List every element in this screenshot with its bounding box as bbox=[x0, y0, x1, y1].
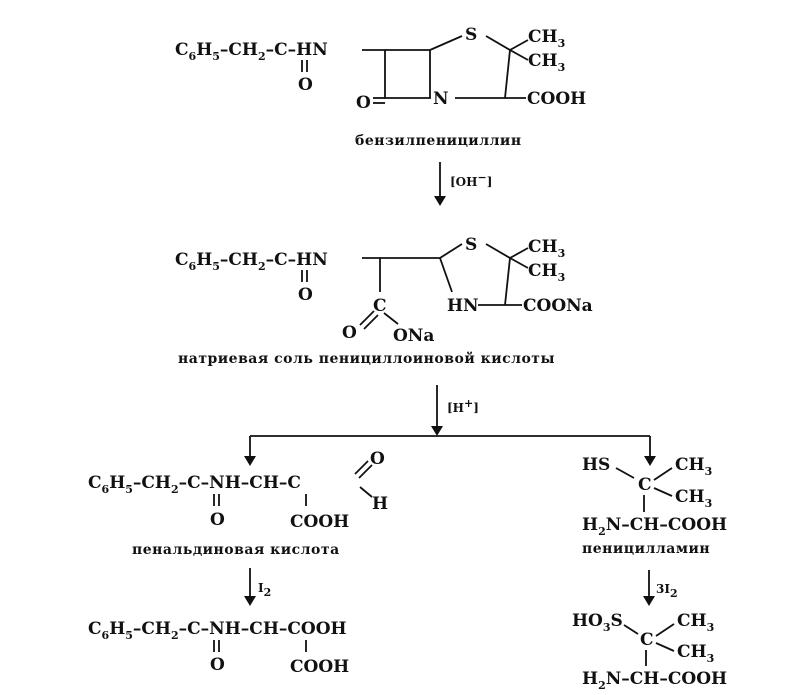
penicillamine-structure: HS C CH3 CH3 H2N–CH–COOH bbox=[582, 455, 727, 538]
benzylpenicillin-structure: C6H5–CH2–C–HN O O S N CH3 CH3 COOH bbox=[175, 25, 586, 113]
benzylpenicillin-side-chain: C6H5–CH2–C–HN bbox=[175, 40, 328, 63]
arrow-hydrolysis bbox=[434, 162, 446, 206]
arrow-iodine-right bbox=[643, 570, 655, 606]
benzylpenicillin-carboxyl: COOH bbox=[527, 89, 586, 109]
beta-lactam-ring bbox=[362, 49, 431, 99]
oxidized-carboxyl: COOH bbox=[290, 657, 349, 677]
reagent-acid: [H+] bbox=[447, 397, 479, 415]
reagent-triple-iodine: 3I2 bbox=[656, 582, 678, 600]
benzylpenicillin-name: бензилпенициллин bbox=[355, 133, 522, 149]
penicillamine-thiol: HS bbox=[582, 455, 610, 475]
sulfonic-group: HO3S bbox=[572, 611, 623, 634]
penicilloate-ring-nh: HN bbox=[447, 296, 479, 316]
sulfonic-backbone: H2N–CH–COOH bbox=[582, 669, 727, 692]
reagent-hydroxide: [OH−] bbox=[450, 171, 492, 189]
benzylpenicillin-ring-nitrogen: N bbox=[433, 89, 449, 109]
carboxylate-ona: ONa bbox=[393, 326, 434, 346]
arrow-iodine-left bbox=[244, 568, 256, 606]
carboxylate-oxygen: O bbox=[342, 323, 357, 343]
sulfonic-product-structure: HO3S C CH3 CH3 H2N–CH–COOH bbox=[572, 611, 727, 692]
penicilloate-methyl-1: CH3 bbox=[528, 237, 565, 260]
sodium-penicilloate-name: натриевая соль пенициллоиновой кислоты bbox=[178, 350, 555, 367]
reagent-iodine: I2 bbox=[258, 581, 271, 599]
benzylpenicillin-ring-sulfur: S bbox=[465, 25, 477, 45]
penicilloate-side-chain: C6H5–CH2–C–HN bbox=[175, 250, 328, 273]
benzylpenicillin-methyl-1: CH3 bbox=[528, 27, 565, 50]
benzylpenicillin-methyl-2: CH3 bbox=[528, 51, 565, 74]
aldehyde-oxygen: O bbox=[370, 449, 385, 469]
benzylpenicillin-amide-oxygen: O bbox=[298, 75, 313, 95]
penicillamine-methyl-2: CH3 bbox=[675, 487, 712, 510]
penicillamine-name: пеницилламин bbox=[582, 541, 710, 557]
penicilloate-amide-oxygen: O bbox=[298, 285, 313, 305]
penicillamine-quaternary-carbon: C bbox=[638, 475, 652, 495]
oxidized-chain: C6H5–CH2–C–NH–CH–COOH bbox=[88, 619, 347, 642]
aldehyde-hydrogen: H bbox=[372, 494, 388, 514]
sulfonic-methyl-2: CH3 bbox=[677, 642, 714, 665]
sulfonic-methyl-1: CH3 bbox=[677, 611, 714, 634]
oxidized-penaldic-structure: C6H5–CH2–C–NH–CH–COOH O COOH bbox=[88, 619, 349, 677]
penicillamine-methyl-1: CH3 bbox=[675, 455, 712, 478]
arrow-acidification bbox=[244, 385, 656, 466]
penicilloate-methyl-2: CH3 bbox=[528, 261, 565, 284]
penicilloate-ring-sulfur: S bbox=[465, 235, 477, 255]
benzylpenicillin-lactam-oxygen: O bbox=[356, 93, 371, 113]
oxidized-amide-oxygen: O bbox=[210, 655, 225, 675]
penicilloate-coona: COONa bbox=[523, 296, 593, 316]
sulfonic-quaternary-carbon: C bbox=[640, 630, 654, 650]
penaldic-amide-oxygen: O bbox=[210, 510, 225, 530]
carboxylate-carbon: C bbox=[373, 296, 387, 316]
penaldic-carboxyl: COOH bbox=[290, 512, 349, 532]
sodium-penicilloate-structure: C6H5–CH2–C–HN O C O ONa S HN CH3 CH3 COO… bbox=[175, 235, 593, 346]
penaldic-acid-structure: C6H5–CH2–C–NH–CH–C O H O COOH bbox=[88, 449, 388, 532]
penicillamine-backbone: H2N–CH–COOH bbox=[582, 515, 727, 538]
penaldic-acid-name: пенальдиновая кислота bbox=[132, 542, 340, 558]
penaldic-chain: C6H5–CH2–C–NH–CH–C bbox=[88, 473, 301, 496]
